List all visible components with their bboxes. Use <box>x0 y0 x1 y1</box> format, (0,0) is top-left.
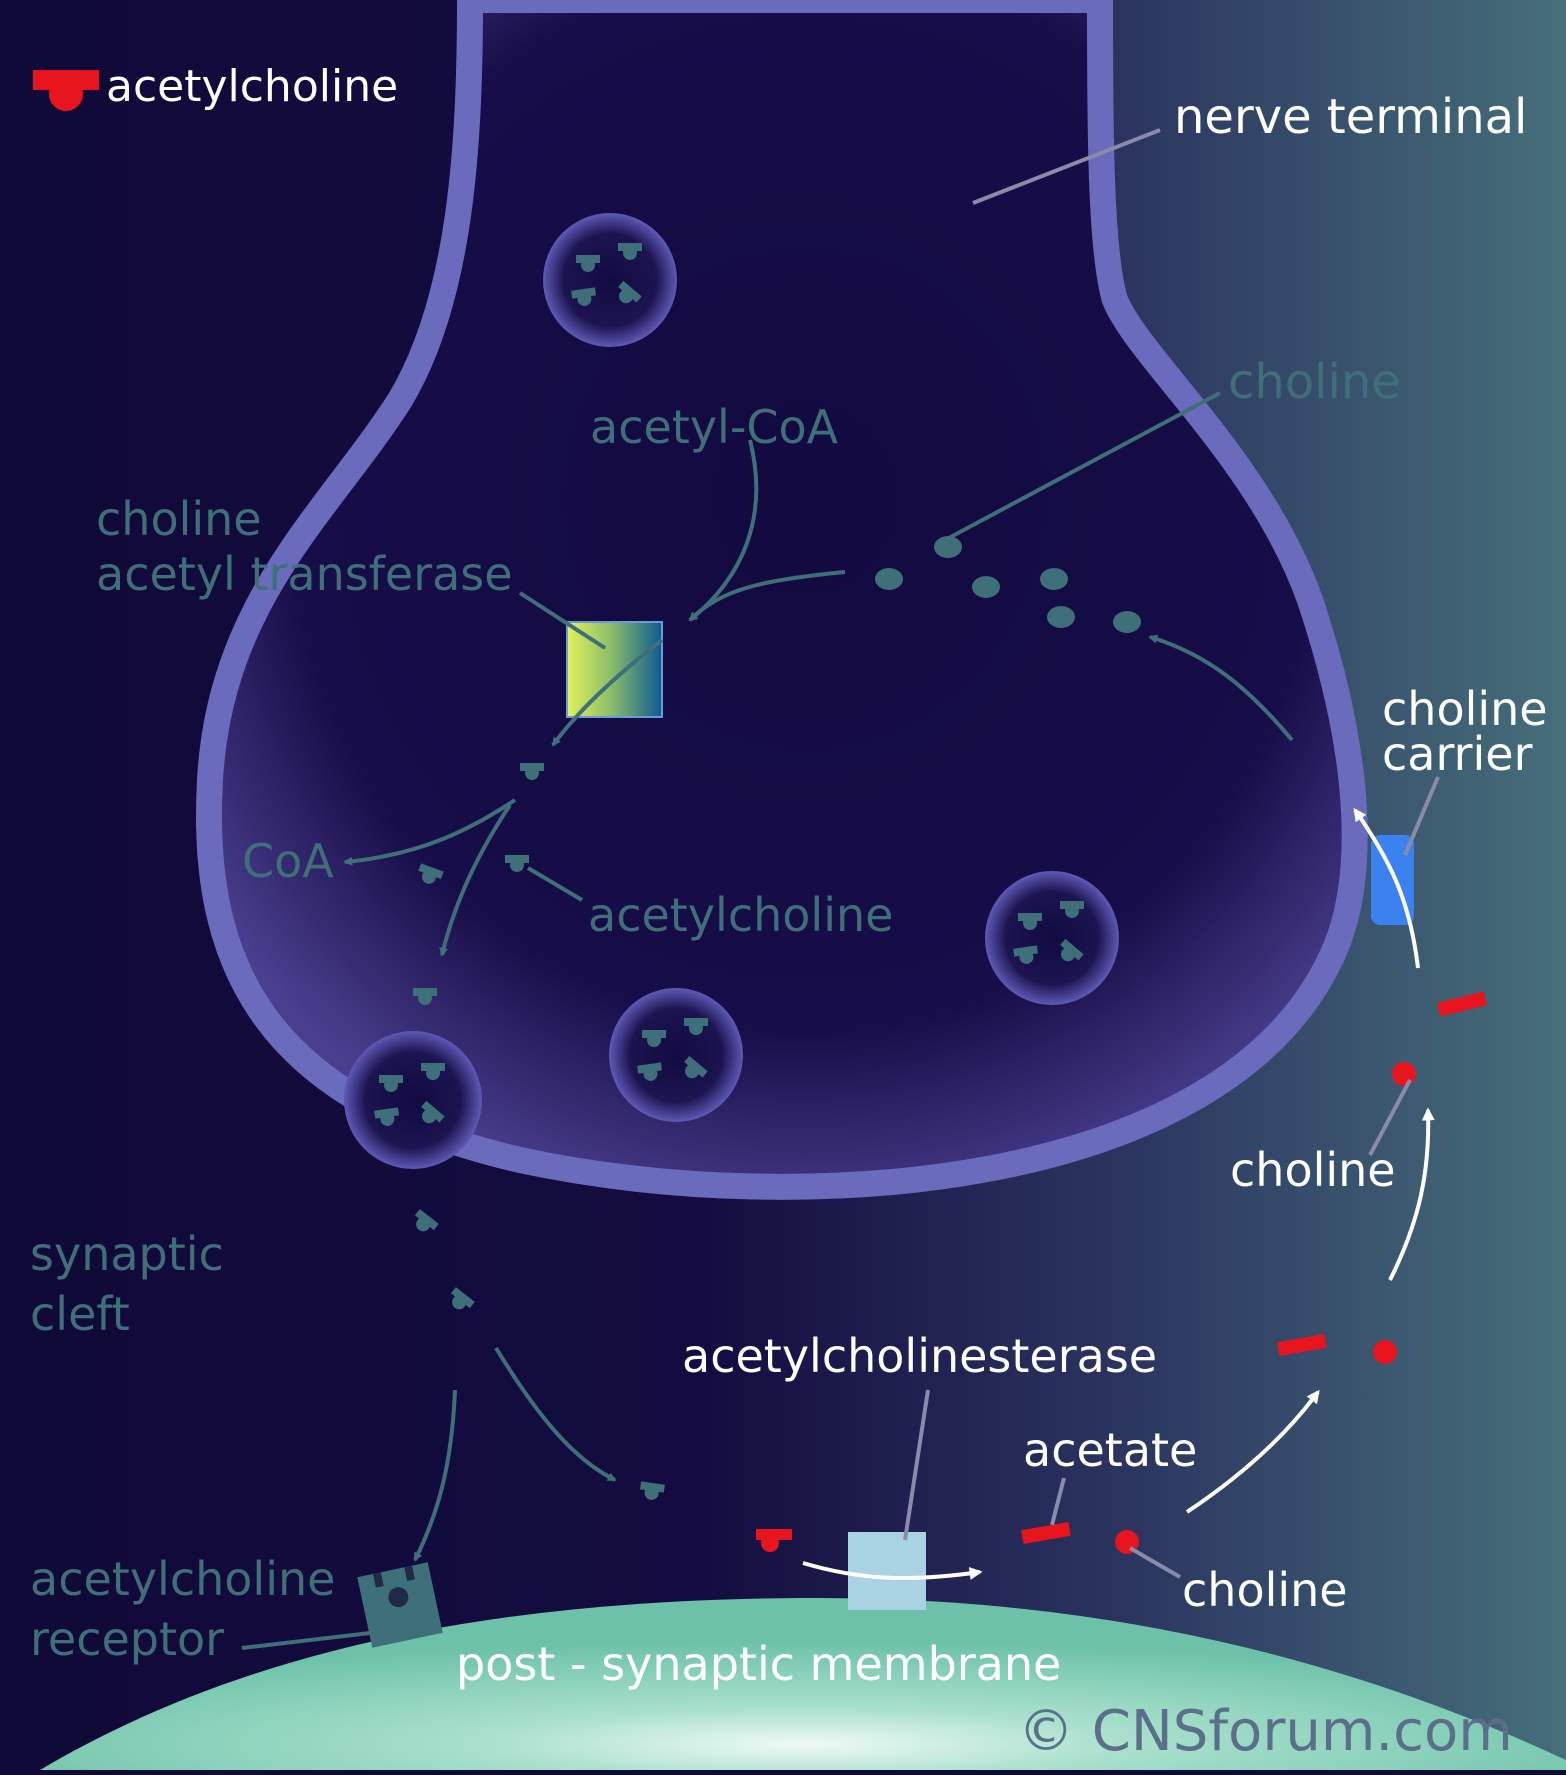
vesicle <box>985 871 1119 1005</box>
synaptic-cleft-label-1: synaptic <box>30 1227 224 1281</box>
recycle-arrows <box>802 807 1435 1581</box>
synthesis-arrows <box>343 439 1294 1562</box>
coa-label: CoA <box>242 834 334 888</box>
acetylcholine-red-molecule <box>756 1529 792 1552</box>
post-synaptic-membrane <box>40 1597 1566 1770</box>
vesicle <box>609 988 743 1122</box>
acetylcholine-receptor <box>357 1562 443 1648</box>
receptor-label-2: receptor <box>30 1612 224 1666</box>
choline-acetyl-transferase-enzyme <box>566 621 663 718</box>
choline-molecule <box>1392 1062 1416 1086</box>
acetate-molecule <box>1277 1333 1327 1357</box>
acetylcholinesterase-enzyme <box>848 1532 926 1610</box>
acetate-molecule <box>1021 1521 1071 1545</box>
choline-dots-inside <box>875 536 1141 633</box>
acetyl-coa-label: acetyl-CoA <box>590 400 839 454</box>
legend-label: acetylcholine <box>106 61 398 112</box>
acetylcholine-legend-icon <box>33 70 99 111</box>
nerve-terminal-label: nerve terminal <box>1174 89 1527 145</box>
choline-inside-label: choline <box>1228 354 1401 410</box>
post-synaptic-membrane-label: post - synaptic membrane <box>456 1637 1061 1691</box>
vesicle <box>543 213 677 347</box>
vesicle-docking <box>344 1031 482 1169</box>
acetylcholine-inside-label: acetylcholine <box>588 888 893 942</box>
choline-carrier-label-2: carrier <box>1382 727 1533 781</box>
choline-carrier-label-1: choline <box>1382 682 1548 736</box>
acetate-label: acetate <box>1023 1423 1197 1477</box>
choline-molecule <box>1373 1340 1397 1364</box>
choline-outside-lower-label: choline <box>1182 1563 1348 1617</box>
choline-outside-upper-label: choline <box>1230 1143 1396 1197</box>
receptor-label-1: acetylcholine <box>30 1552 335 1606</box>
synaptic-cleft-label-2: cleft <box>30 1287 130 1341</box>
acetate-molecule <box>1437 991 1487 1017</box>
choline-acetyl-transferase-label-1: choline <box>96 492 262 546</box>
copyright-label: © CNSforum.com <box>1018 1699 1513 1764</box>
acetylcholinesterase-label: acetylcholinesterase <box>682 1329 1157 1383</box>
leader-lines <box>241 128 1440 1650</box>
choline-acetyl-transferase-label-2: acetyl transferase <box>96 547 513 601</box>
